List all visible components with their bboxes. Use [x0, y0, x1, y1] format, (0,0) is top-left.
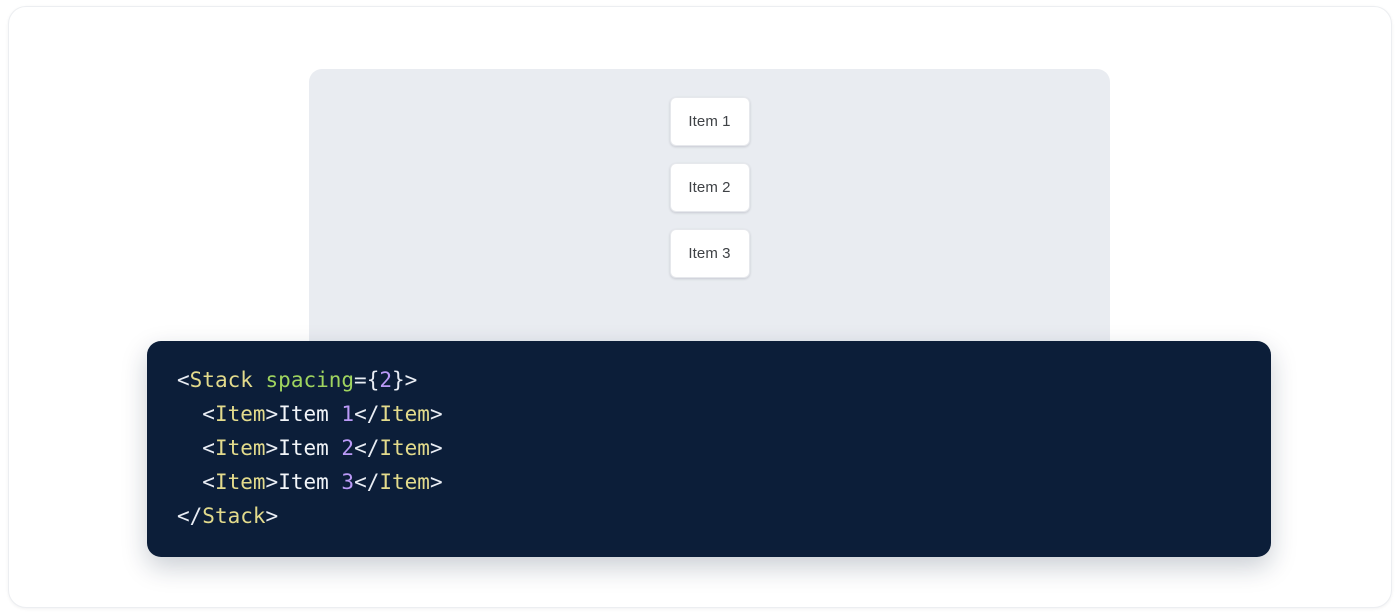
component-preview-panel: Item 1 Item 2 Item 3 — [309, 69, 1110, 359]
code-token-brace: { — [366, 368, 380, 392]
code-line: <Item>Item 2</Item> — [177, 431, 1241, 465]
stack-item[interactable]: Item 3 — [669, 229, 750, 278]
code-lines: <Stack spacing={2}> <Item>Item 1</Item> … — [177, 363, 1241, 533]
code-indent — [177, 402, 202, 426]
code-token-punc: > — [265, 504, 279, 528]
code-token-punc: > — [429, 436, 443, 460]
code-token-brace: } — [392, 368, 405, 392]
code-token-num: 2 — [379, 368, 393, 392]
code-token-punc: < — [202, 402, 215, 426]
code-line: <Item>Item 3</Item> — [177, 465, 1241, 499]
code-token-num: 2 — [341, 436, 355, 460]
code-token-punc: </ — [354, 402, 380, 426]
code-token-punc: > — [404, 368, 418, 392]
code-token-tag: Item — [379, 436, 430, 460]
stack-item-label: Item 2 — [688, 179, 731, 196]
code-token-tag: Item — [379, 402, 430, 426]
code-token-punc: </ — [354, 436, 380, 460]
code-line: </Stack> — [177, 499, 1241, 533]
code-token-tag: Item — [214, 436, 266, 460]
code-token-text: Item — [278, 436, 342, 460]
code-token-punc: < — [202, 470, 215, 494]
code-token-tag: Stack — [189, 368, 253, 392]
code-token-punc: > — [429, 402, 443, 426]
code-token-tag: Item — [214, 402, 266, 426]
code-indent — [177, 436, 202, 460]
code-token-num: 1 — [341, 402, 355, 426]
code-token-punc: > — [265, 436, 279, 460]
code-token-punc: </ — [177, 504, 203, 528]
code-token-tag: Stack — [202, 504, 266, 528]
code-token-punc: > — [265, 470, 279, 494]
code-token-text: Item — [278, 470, 342, 494]
code-token-punc: > — [265, 402, 279, 426]
code-token-punc: < — [177, 368, 190, 392]
stack-item-label: Item 3 — [688, 245, 731, 262]
code-line: <Stack spacing={2}> — [177, 363, 1241, 397]
code-token-punc: < — [202, 436, 215, 460]
code-snippet-block: <Stack spacing={2}> <Item>Item 1</Item> … — [147, 341, 1271, 557]
stack-item[interactable]: Item 1 — [669, 97, 750, 146]
code-token-punc: > — [429, 470, 443, 494]
code-token-punc: = — [354, 368, 367, 392]
code-indent — [177, 470, 202, 494]
stack-container: Item 1 Item 2 Item 3 — [669, 97, 750, 278]
code-token-text — [253, 368, 266, 392]
code-token-punc: </ — [354, 470, 380, 494]
code-line: <Item>Item 1</Item> — [177, 397, 1241, 431]
code-token-text: Item — [278, 402, 342, 426]
code-token-tag: Item — [214, 470, 266, 494]
code-token-attr: spacing — [265, 368, 355, 392]
stack-item[interactable]: Item 2 — [669, 163, 750, 212]
stack-item-label: Item 1 — [688, 113, 731, 130]
code-token-tag: Item — [379, 470, 430, 494]
code-token-num: 3 — [341, 470, 355, 494]
